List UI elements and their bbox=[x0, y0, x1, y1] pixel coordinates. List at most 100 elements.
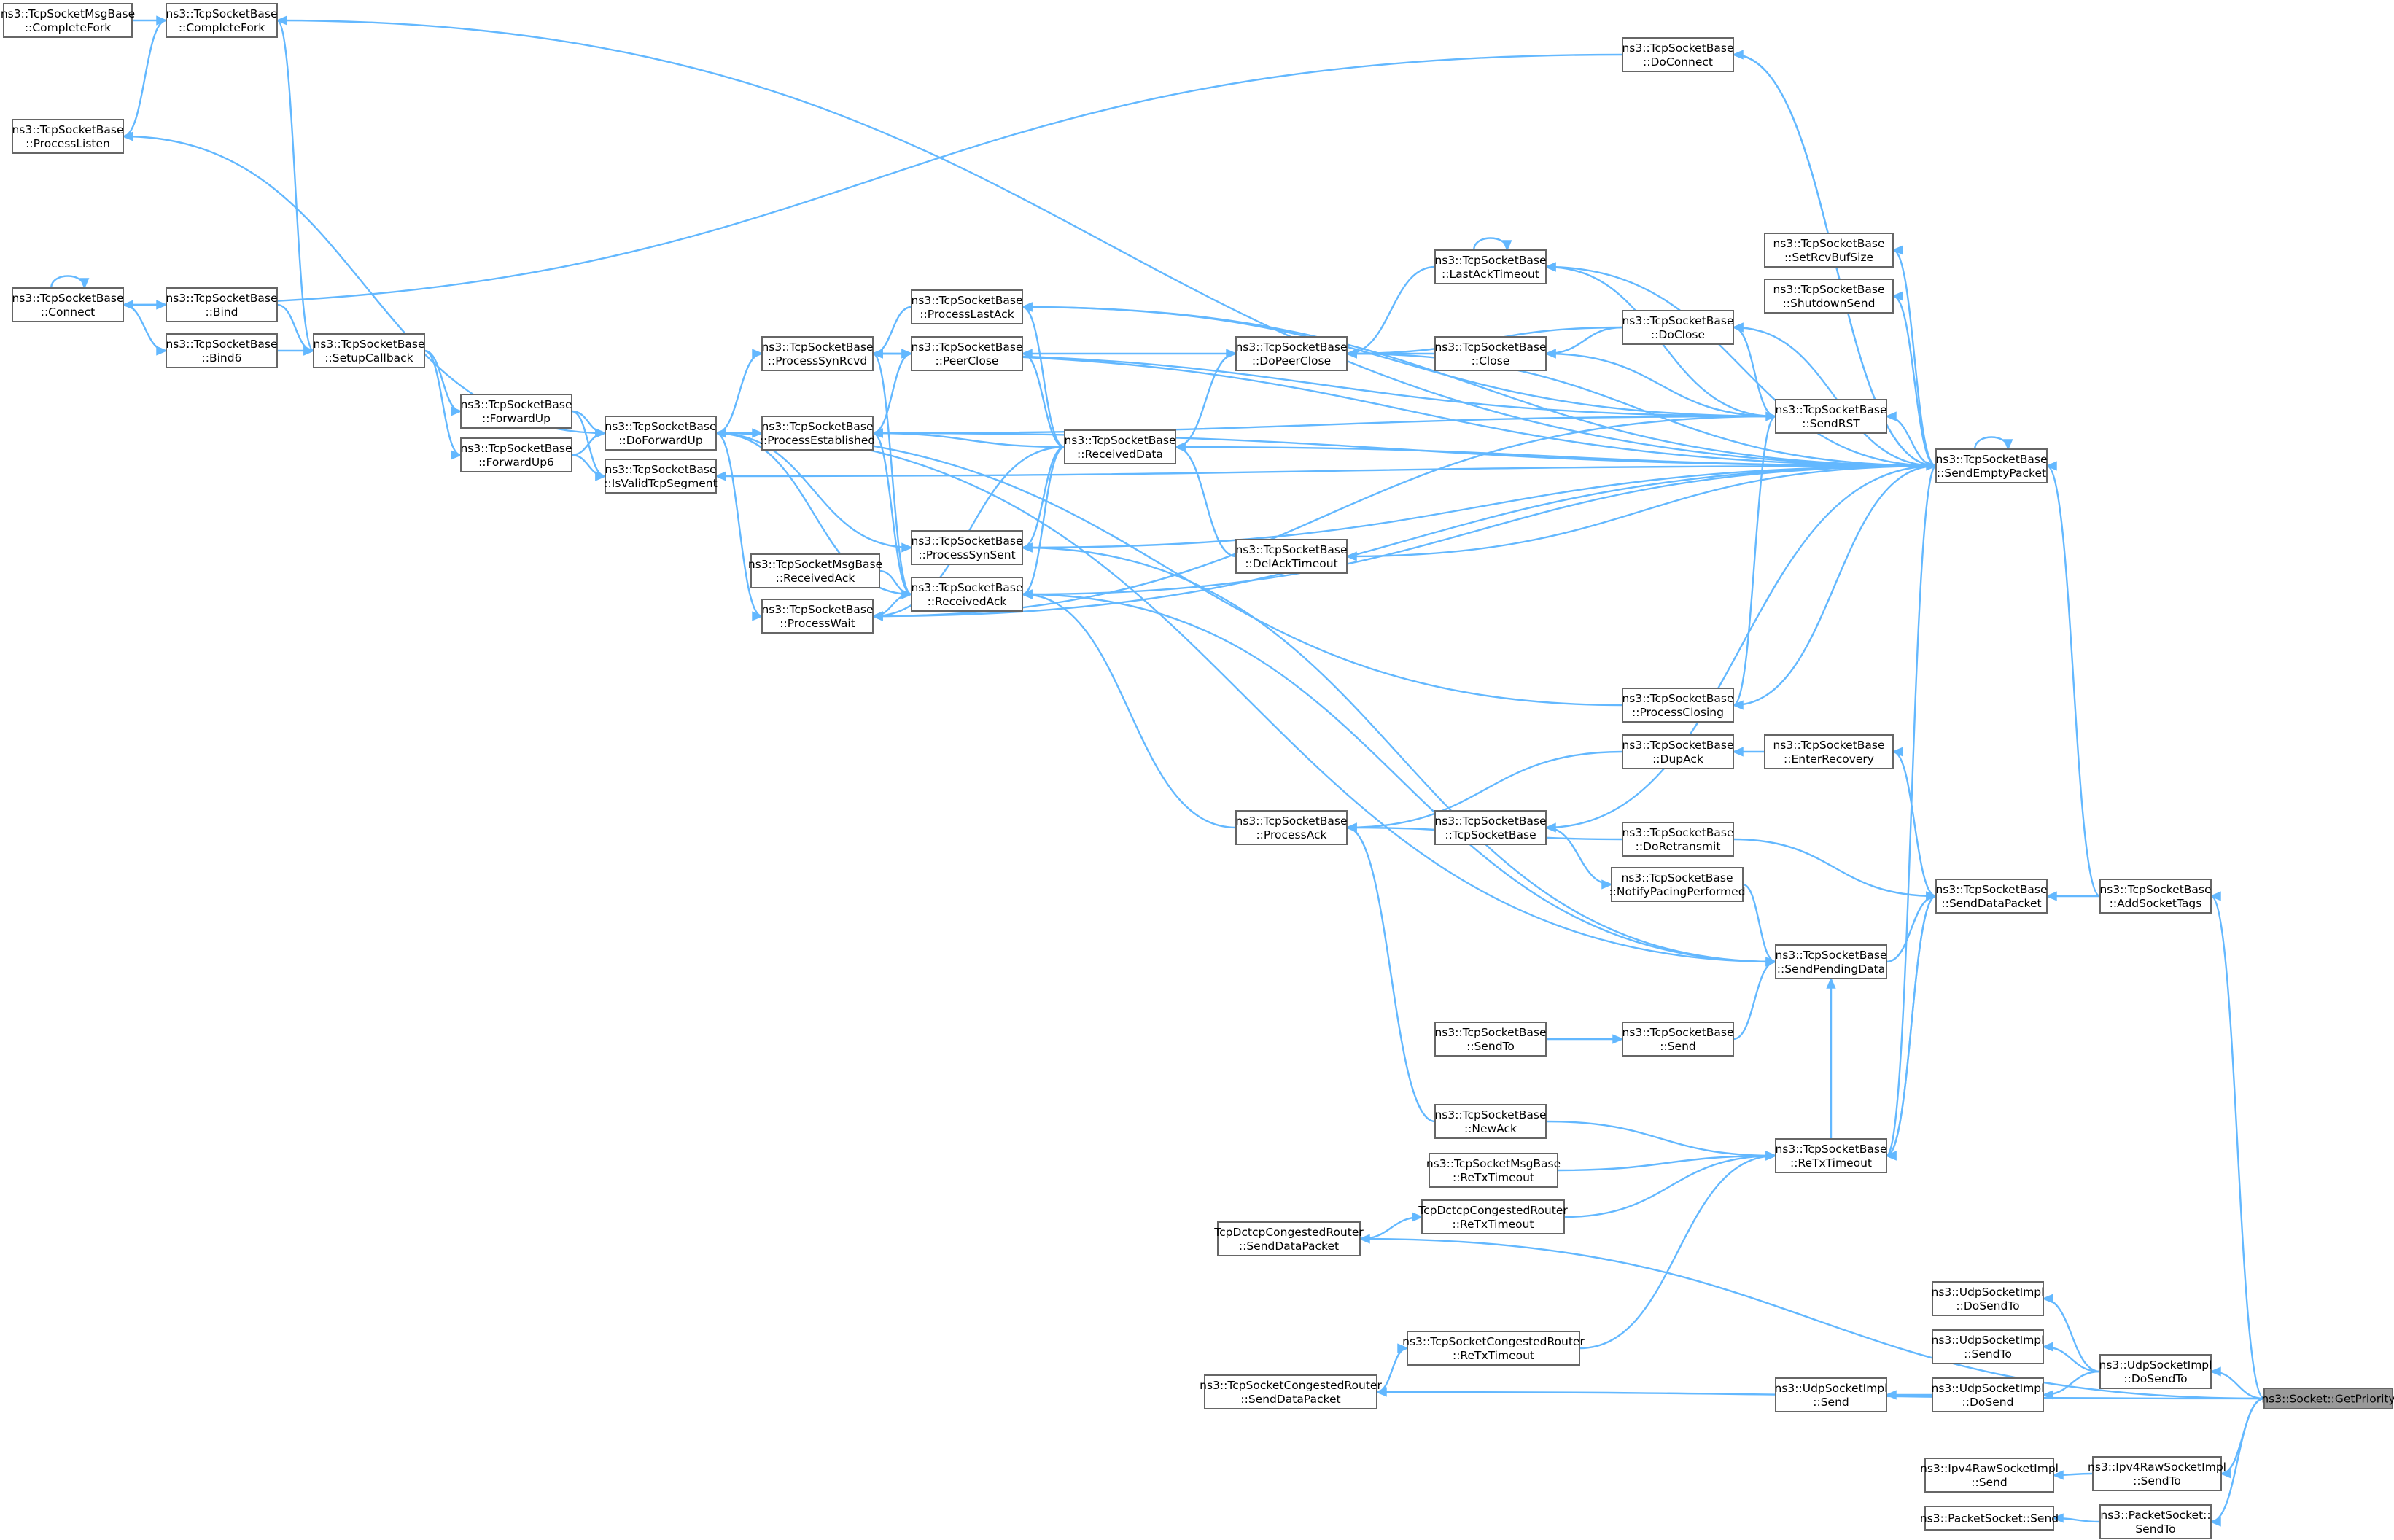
function-node[interactable]: ns3::TcpSocketBase::NotifyPacingPerforme… bbox=[1609, 867, 1746, 902]
edge-arrowhead bbox=[1021, 302, 1033, 312]
function-node[interactable]: ns3::TcpSocketMsgBase::ReTxTimeout bbox=[1426, 1153, 1561, 1188]
node-label: ns3::TcpSocketBase bbox=[1621, 871, 1733, 884]
function-node[interactable]: ns3::TcpSocketCongestedRouter::SendDataP… bbox=[1200, 1374, 1382, 1409]
function-node[interactable]: ns3::TcpSocketBase::Bind6 bbox=[166, 333, 278, 368]
edge-line bbox=[276, 19, 1937, 467]
function-node[interactable]: ns3::TcpSocketMsgBase::ReceivedAck bbox=[748, 553, 882, 588]
edge-line bbox=[1974, 436, 2009, 450]
edge-arrowhead bbox=[871, 428, 883, 438]
edge-arrowhead bbox=[2210, 891, 2221, 901]
root-function-node[interactable]: ns3::Socket::GetPriority bbox=[2261, 1388, 2394, 1409]
function-node[interactable]: ns3::TcpSocketBase::NewAck bbox=[1434, 1104, 1547, 1139]
node-label: ::DoForwardUp bbox=[618, 434, 702, 447]
edge-line bbox=[1175, 446, 1237, 558]
node-box bbox=[1924, 1458, 2054, 1493]
function-node[interactable]: ns3::TcpSocketBase::ReceivedData bbox=[1064, 429, 1176, 464]
function-node[interactable]: ns3::TcpSocketBase::ProcessClosing bbox=[1622, 688, 1734, 723]
node-box bbox=[761, 336, 874, 371]
function-node[interactable]: ns3::TcpSocketBase::SendTo bbox=[1434, 1022, 1547, 1057]
function-node[interactable]: ns3::TcpSocketBase::ProcessWait bbox=[761, 599, 874, 634]
call-edge bbox=[1579, 1151, 1777, 1350]
function-node[interactable]: ns3::UdpSocketImpl::DoSendTo bbox=[2099, 1354, 2212, 1389]
function-node[interactable]: ns3::TcpSocketBase::ProcessLastAck bbox=[911, 289, 1023, 324]
function-node[interactable]: ns3::TcpSocketBase::CompleteFork bbox=[166, 3, 278, 38]
function-node[interactable]: ns3::TcpSocketBase::ShutdownSend bbox=[1764, 279, 1894, 314]
node-label: ::ProcessAck bbox=[1256, 828, 1326, 841]
function-node[interactable]: ns3::TcpSocketBase::SetRcvBufSize bbox=[1764, 233, 1894, 268]
edge-arrowhead bbox=[1544, 822, 1556, 833]
node-label: ns3::TcpSocketBase bbox=[1622, 739, 1733, 752]
function-node[interactable]: ns3::TcpSocketBase::SendRST bbox=[1775, 399, 1887, 434]
call-edge bbox=[1563, 1151, 1777, 1218]
function-node[interactable]: ns3::TcpSocketBase::SetupCallback bbox=[313, 333, 425, 368]
function-node[interactable]: ns3::TcpSocketBase::IsValidTcpSegment bbox=[604, 459, 718, 494]
function-node[interactable]: ns3::TcpSocketBase::Bind bbox=[166, 287, 278, 322]
edge-arrowhead bbox=[1732, 50, 1744, 60]
edge-arrowhead bbox=[1732, 322, 1744, 332]
function-node[interactable]: ns3::PacketSocket::SendTo bbox=[2099, 1504, 2212, 1539]
node-label: TcpDctcpCongestedRouter bbox=[1418, 1204, 1568, 1217]
function-node[interactable]: ns3::TcpSocketBase::ReceivedAck bbox=[911, 577, 1023, 612]
edge-arrowhead bbox=[1412, 1212, 1423, 1222]
function-node[interactable]: ns3::UdpSocketImpl::Send bbox=[1775, 1377, 1888, 1412]
function-node[interactable]: ns3::TcpSocketBase::SendPendingData bbox=[1775, 944, 1887, 979]
function-node[interactable]: ns3::TcpSocketBase::ProcessEstablished bbox=[760, 416, 875, 451]
edge-arrowhead bbox=[1021, 589, 1033, 599]
function-node[interactable]: ns3::TcpSocketBase::Connect bbox=[12, 287, 124, 322]
edge-arrowhead bbox=[303, 346, 315, 356]
edge-arrowhead bbox=[2220, 1469, 2231, 1479]
call-edge bbox=[1545, 1120, 1777, 1161]
function-node[interactable]: ns3::TcpSocketBase::DelAckTimeout bbox=[1235, 539, 1348, 574]
function-node[interactable]: ns3::UdpSocketImpl::SendTo bbox=[1932, 1329, 2045, 1364]
function-node[interactable]: TcpDctcpCongestedRouter::ReTxTimeout bbox=[1418, 1199, 1568, 1234]
function-node[interactable]: ns3::TcpSocketBase::DoForwardUp bbox=[605, 416, 717, 451]
function-node[interactable]: ns3::TcpSocketBase::DoClose bbox=[1622, 310, 1734, 345]
node-label: ::Send bbox=[1660, 1040, 1695, 1053]
function-node[interactable]: ns3::TcpSocketBase::TcpSocketBase bbox=[1434, 810, 1547, 845]
function-node[interactable]: ns3::PacketSocket::Send bbox=[1920, 1506, 2059, 1531]
node-label: ::ForwardUp bbox=[482, 412, 551, 425]
function-node[interactable]: ns3::TcpSocketBase::PeerClose bbox=[911, 336, 1023, 371]
call-edge bbox=[2052, 1513, 2101, 1523]
edge-line bbox=[50, 275, 85, 289]
function-node[interactable]: ns3::UdpSocketImpl::DoSendTo bbox=[1932, 1281, 2045, 1316]
function-node[interactable]: ns3::TcpSocketBase::DupAck bbox=[1622, 734, 1734, 769]
function-node[interactable]: ns3::TcpSocketBase::ProcessAck bbox=[1235, 810, 1348, 845]
function-node[interactable]: ns3::UdpSocketImpl::DoSend bbox=[1932, 1377, 2045, 1412]
node-label: ns3::TcpSocketBase bbox=[460, 442, 572, 455]
function-node[interactable]: TcpDctcpCongestedRouter::SendDataPacket bbox=[1213, 1221, 1364, 1256]
function-node[interactable]: ns3::TcpSocketBase::Close bbox=[1434, 336, 1547, 371]
function-node[interactable]: ns3::TcpSocketMsgBase::CompleteFork bbox=[1, 3, 135, 38]
function-node[interactable]: ns3::TcpSocketBase::ForwardUp6 bbox=[460, 438, 572, 472]
node-label: ns3::TcpSocketBase bbox=[1434, 254, 1546, 267]
function-node[interactable]: ns3::TcpSocketBase::ForwardUp bbox=[460, 394, 572, 429]
function-node[interactable]: ns3::TcpSocketCongestedRouter::ReTxTimeo… bbox=[1402, 1331, 1585, 1366]
function-node[interactable]: ns3::Ipv4RawSocketImpl::Send bbox=[1920, 1458, 2059, 1493]
function-node[interactable]: ns3::TcpSocketBase::SendEmptyPacket bbox=[1935, 448, 2048, 483]
function-node[interactable]: ns3::TcpSocketBase::EnterRecovery bbox=[1764, 734, 1894, 769]
function-node[interactable]: ns3::TcpSocketBase::LastAckTimeout bbox=[1434, 249, 1547, 284]
function-node[interactable]: ns3::TcpSocketBase::DoPeerClose bbox=[1235, 336, 1348, 371]
node-label: ns3::TcpSocketBase bbox=[1935, 883, 2047, 896]
function-node[interactable]: ns3::TcpSocketBase::DoConnect bbox=[1622, 37, 1734, 72]
function-node[interactable]: ns3::TcpSocketBase::Send bbox=[1622, 1022, 1734, 1057]
function-node[interactable]: ns3::TcpSocketBase::AddSocketTags bbox=[2099, 879, 2212, 914]
node-box bbox=[1775, 399, 1887, 434]
edge-line bbox=[1733, 415, 1776, 707]
node-box bbox=[1217, 1221, 1361, 1256]
edge-arrowhead bbox=[1359, 1234, 1370, 1244]
node-label: ns3::TcpSocketBase bbox=[166, 292, 277, 305]
node-box bbox=[605, 459, 717, 494]
edge-line bbox=[1346, 826, 1436, 1123]
function-node[interactable]: ns3::TcpSocketBase::DoRetransmit bbox=[1622, 822, 1734, 857]
node-box bbox=[3, 3, 133, 38]
edge-arrowhead bbox=[2052, 1470, 2064, 1480]
function-node[interactable]: ns3::TcpSocketBase::ProcessSynSent bbox=[911, 530, 1023, 565]
function-node[interactable]: ns3::TcpSocketBase::ProcessSynRcvd bbox=[761, 336, 874, 371]
function-node[interactable]: ns3::TcpSocketBase::ReTxTimeout bbox=[1775, 1138, 1887, 1173]
function-node[interactable]: ns3::Ipv4RawSocketImpl::SendTo bbox=[2088, 1456, 2226, 1491]
function-node[interactable]: ns3::TcpSocketBase::SendDataPacket bbox=[1935, 879, 2048, 914]
call-edge bbox=[1885, 1390, 1933, 1400]
edge-line bbox=[1733, 838, 1937, 898]
function-node[interactable]: ns3::TcpSocketBase::ProcessListen bbox=[12, 119, 124, 154]
